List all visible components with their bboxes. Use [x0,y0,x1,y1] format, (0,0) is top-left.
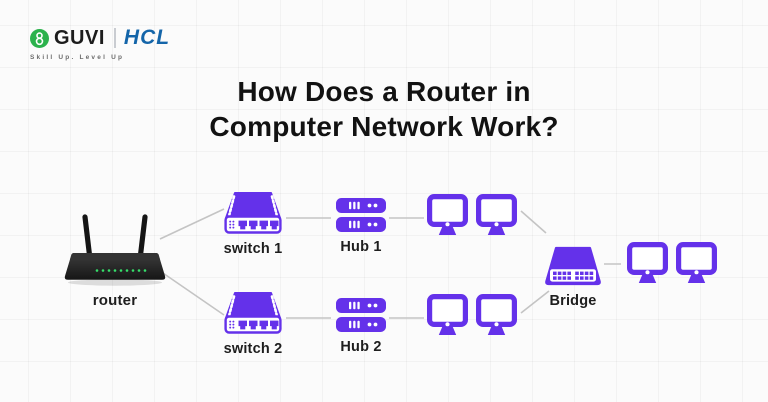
page-title: How Does a Router in Computer Network Wo… [0,74,768,144]
node-workstations-2 [427,294,517,336]
guvi-brand-text: GUVI [54,26,105,49]
hub-2-label: Hub 2 [340,339,382,355]
switch-1-label: switch 1 [223,241,283,257]
monitor-icon [676,242,717,284]
logo-tagline: Skill Up. Level Up [30,54,125,61]
page-title-line1: How Does a Router in [237,76,531,107]
network-switch-icon [224,292,282,334]
node-bridge-workstations [627,242,717,284]
monitor-icon [476,194,517,236]
node-bridge: Bridge [543,246,603,309]
page-title-line2: Computer Network Work? [209,111,559,142]
guvi-logo-icon [30,28,49,48]
router-label: router [92,292,138,309]
hcl-brand-text: HCL [123,26,171,49]
logo: GUVI HCL Skill Up. Level Up [30,26,170,61]
bridge-label: Bridge [549,293,597,309]
monitor-icon [476,294,517,336]
node-hub-1: Hub 1 [331,198,391,255]
monitor-icon [427,294,468,336]
server-hub-icon [336,198,386,232]
network-bridge-icon [545,246,601,286]
hub-1-label: Hub 1 [340,239,382,255]
monitor-icon [627,242,668,284]
logo-divider [113,28,116,48]
wifi-router-icon [59,213,171,287]
wire-workstations1-bridge [520,210,547,234]
node-switch-2: switch 2 [217,292,289,357]
node-router: router [56,213,174,309]
node-switch-1: switch 1 [217,192,289,257]
switch-2-label: switch 2 [223,341,283,357]
monitor-icon [427,194,468,236]
server-hub-icon [336,298,386,332]
node-hub-2: Hub 2 [331,298,391,355]
network-switch-icon [224,192,282,234]
node-workstations-1 [427,194,517,236]
